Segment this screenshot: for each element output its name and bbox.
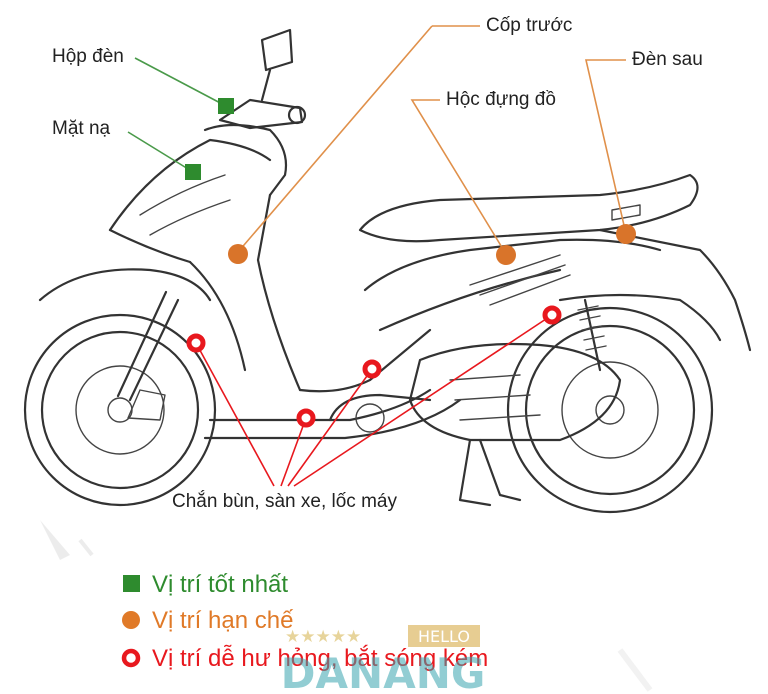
watermark-badge: HELLO [418,627,470,646]
marker-chan-bun-2 [296,408,316,428]
marker-chan-bun-4 [542,305,562,325]
leader-lines [127,25,627,487]
watermark-brand: DANANG [281,649,486,694]
legend-marker-green-square [123,575,140,592]
leader-chan-bun-3 [287,368,373,487]
leader-chan-bun-1 [195,342,275,487]
legend: Vị trí tốt nhất Vị trí hạn chế Vị trí dễ… [121,571,488,672]
marker-hop-den [218,98,234,114]
leader-cop-truoc [237,25,433,253]
legend-text-best: Vị trí tốt nhất [152,571,288,598]
marker-den-sau [616,224,636,244]
legend-text-poor: Vị trí dễ hư hỏng, bắt sóng kém [152,645,488,672]
legend-marker-orange-circle [122,611,140,629]
label-hop-den: Hộp đèn [52,46,124,67]
label-den-sau: Đèn sau [632,49,703,70]
marker-chan-bun-3 [362,359,382,379]
label-chan-bun: Chắn bùn, sàn xe, lốc máy [172,490,397,512]
label-mat-na: Mặt nạ [52,118,111,139]
watermark-logo: ★★★★★ HELLO DANANG [281,625,486,694]
marker-mat-na [185,164,201,180]
watermark-stars: ★★★★★ [285,627,361,647]
legend-text-limited: Vị trí hạn chế [152,607,294,634]
leader-hop-den [134,57,227,107]
watermark-badge-box [408,625,480,647]
leader-chan-bun-2 [280,417,307,487]
label-cop-truoc: Cốp trước [486,15,572,36]
marker-cop-truoc [228,244,248,264]
markers [185,98,636,428]
legend-marker-red-ring [121,648,141,668]
callout-labels: Hộp đèn Mặt nạ Cốp trước Hộc đựng đồ Đèn… [52,15,703,512]
scooter-outline [23,28,752,514]
marker-hoc-dung-do [496,245,516,265]
leader-den-sau [584,59,627,235]
leader-mat-na [127,131,194,173]
leader-chan-bun-4 [293,314,553,487]
watermark-streaks [40,520,653,692]
label-hoc-dung-do: Hộc đựng đồ [446,89,556,110]
marker-chan-bun-1 [186,333,206,353]
leader-hoc-dung-do [410,99,507,255]
